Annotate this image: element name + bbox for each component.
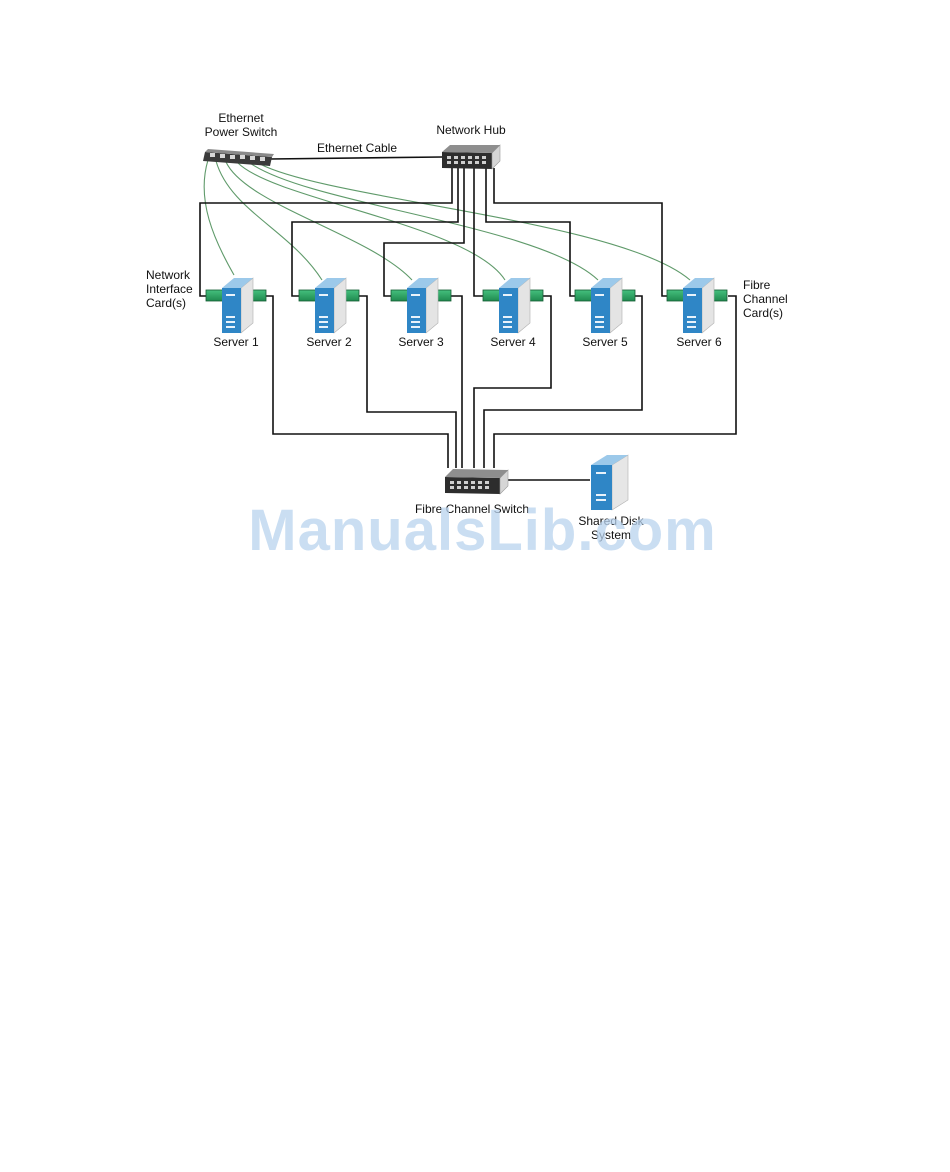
server-label: Server 6 xyxy=(676,335,722,349)
ethernet-cable-label: Ethernet Cable xyxy=(317,141,397,155)
server-1 xyxy=(206,278,266,333)
power-cable-server-2 xyxy=(216,161,322,280)
ethernet-wiring xyxy=(200,157,672,296)
server-6 xyxy=(667,278,727,333)
server-label: Server 4 xyxy=(490,335,536,349)
fc-card-label-line3: Card(s) xyxy=(743,306,783,320)
power-cables xyxy=(204,160,690,280)
fc-switch-label: Fibre Channel Switch xyxy=(415,502,529,516)
network-hub xyxy=(442,145,500,169)
power-switch-label-line2: Power Switch xyxy=(205,125,278,139)
ethernet-server-1 xyxy=(200,168,452,296)
shared-disk-system xyxy=(591,455,628,510)
server-5 xyxy=(575,278,635,333)
server-3 xyxy=(391,278,451,333)
ethernet-server-2 xyxy=(292,168,458,296)
server-4 xyxy=(483,278,543,333)
nic-label-line3: Card(s) xyxy=(146,296,186,310)
network-hub-label: Network Hub xyxy=(436,123,506,137)
power-switch-label-line1: Ethernet xyxy=(218,111,264,125)
fc-card-label-line2: Channel xyxy=(743,292,788,306)
shared-disk-label-line1: Shared Disk xyxy=(578,514,644,528)
server-2 xyxy=(299,278,359,333)
servers xyxy=(206,278,727,333)
power-cable-server-1 xyxy=(204,160,234,275)
fibre-channel-switch xyxy=(445,469,508,494)
fc-card-label-line1: Fibre xyxy=(743,278,771,292)
ethernet-power-switch xyxy=(203,149,274,166)
ethernet-server-6 xyxy=(494,168,672,296)
nic-label-line2: Interface xyxy=(146,282,193,296)
shared-disk-label-line2: System xyxy=(591,528,631,542)
nic-label-line1: Network xyxy=(146,268,191,282)
server-label: Server 5 xyxy=(582,335,628,349)
server-label: Server 3 xyxy=(398,335,444,349)
server-label: Server 1 xyxy=(213,335,259,349)
ethernet-cable-line xyxy=(270,157,442,159)
server-label: Server 2 xyxy=(306,335,352,349)
